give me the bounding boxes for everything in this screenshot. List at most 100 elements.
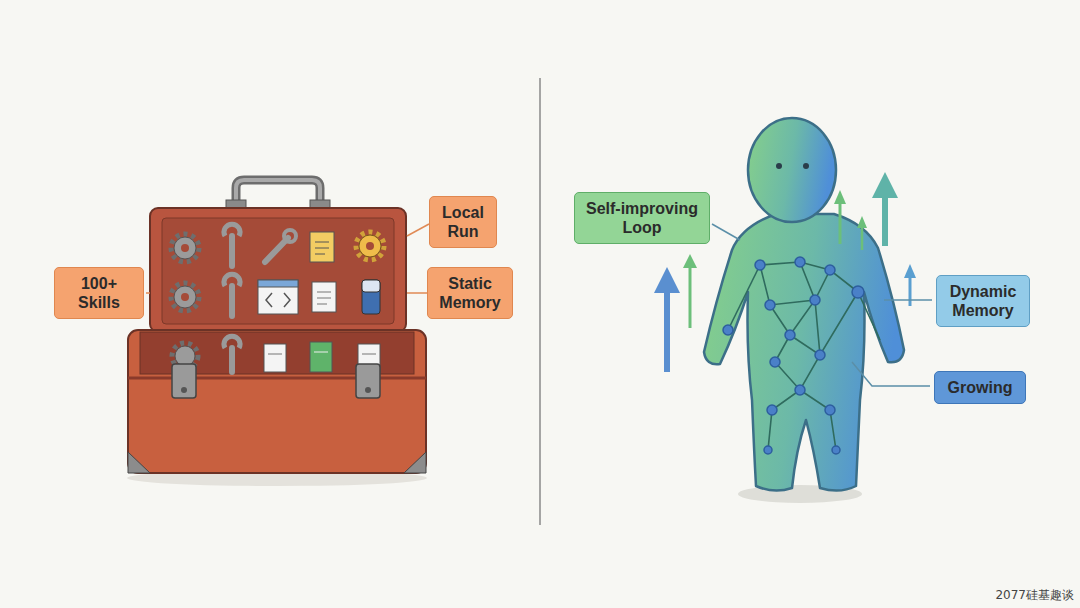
figure-eye [776, 163, 782, 169]
growth-arrows [904, 264, 916, 278]
wrench-icon [265, 230, 296, 262]
leader-lines [146, 224, 429, 293]
document-icon [268, 354, 282, 355]
growth-arrows [872, 172, 898, 198]
latch [181, 387, 187, 393]
code-window-icon [258, 280, 298, 287]
battery-icon [362, 280, 380, 292]
label-box: 100+ Skills [54, 267, 144, 319]
network-nodes [825, 405, 835, 415]
gear-icon [171, 234, 199, 262]
network-nodes [832, 446, 840, 454]
network-nodes [723, 257, 864, 454]
network-lines [770, 262, 815, 335]
document-icon [312, 282, 336, 312]
code-window-icon [258, 280, 298, 314]
latch [356, 364, 380, 398]
label-box: Self-improving Loop [574, 192, 710, 244]
network-nodes [785, 330, 795, 340]
wrench-icon [224, 274, 240, 286]
leader-line [884, 299, 932, 301]
wrench-icon [229, 236, 235, 266]
label-box: Static Memory [427, 267, 513, 319]
corner-cap [404, 452, 426, 473]
network-lines [760, 262, 858, 292]
wrench-icon [224, 224, 240, 266]
document-icon [362, 354, 376, 355]
latch [365, 387, 371, 393]
label-box: Local Run [429, 196, 497, 248]
gear-icon [171, 283, 199, 311]
network-lines [728, 265, 760, 330]
network-nodes [810, 295, 820, 305]
wrench-icon [224, 224, 240, 236]
network-nodes [770, 357, 780, 367]
growth-arrows [839, 202, 842, 244]
gear-icon [366, 242, 374, 250]
wrench-icon [229, 348, 235, 372]
document-icon [315, 248, 329, 249]
network-nodes [755, 260, 765, 270]
network-lines [800, 390, 836, 450]
label-text: 100+ Skills [64, 274, 134, 312]
growth-arrows [689, 266, 692, 328]
code-window-icon [258, 280, 298, 314]
gear-icon [171, 234, 199, 262]
wrench-icon [229, 286, 235, 316]
gear-icon [174, 286, 196, 308]
leader-lines [712, 224, 932, 386]
network-lines [760, 265, 830, 305]
label-text: Local Run [439, 203, 487, 241]
label-text: Growing [944, 378, 1016, 397]
figure-head [748, 118, 836, 222]
network-nodes [765, 300, 775, 310]
document-icon [264, 344, 286, 372]
gear-icon [175, 346, 195, 366]
wrench-icon [224, 274, 240, 316]
document-icon [310, 232, 334, 262]
network-nodes [815, 350, 825, 360]
network-nodes [764, 446, 772, 454]
document-icon [314, 352, 328, 353]
battery-icon [362, 280, 380, 314]
figure-body [704, 214, 904, 491]
document-icon [317, 298, 331, 299]
code-window-icon [266, 293, 290, 307]
wrench-icon [224, 336, 240, 348]
growth-arrows [683, 254, 697, 268]
growth-arrows [909, 276, 912, 306]
latch [172, 364, 196, 398]
wrench-icon [224, 336, 240, 372]
network-lines [858, 292, 880, 340]
leader-line [712, 224, 740, 240]
network-lines [815, 292, 858, 355]
network-nodes [825, 265, 835, 275]
watermark: 2077硅基趣谈 [995, 587, 1074, 604]
growth-arrows [834, 190, 846, 204]
document-icon [317, 292, 331, 293]
label-text: Dynamic Memory [946, 282, 1020, 320]
leader-line [407, 292, 427, 294]
network-lines [728, 262, 880, 450]
label-box: Dynamic Memory [936, 275, 1030, 327]
gear-icon [181, 293, 189, 301]
network-nodes [795, 257, 805, 267]
document-icon [317, 304, 327, 305]
latch [172, 364, 196, 398]
document-icon [310, 232, 334, 262]
document-icon [264, 344, 286, 372]
gear-icon [171, 283, 199, 311]
growth-arrows [857, 216, 867, 228]
network-nodes [852, 286, 864, 298]
gear-icon [356, 232, 384, 260]
growth-arrows [882, 196, 888, 246]
label-text: Self-improving Loop [584, 199, 700, 237]
divider-line [539, 78, 541, 525]
document-icon [310, 342, 332, 372]
gear-icon [356, 232, 384, 260]
gear-icon [359, 235, 381, 257]
growth-arrows [654, 267, 680, 293]
leader-line [852, 362, 930, 386]
document-icon [310, 342, 332, 372]
